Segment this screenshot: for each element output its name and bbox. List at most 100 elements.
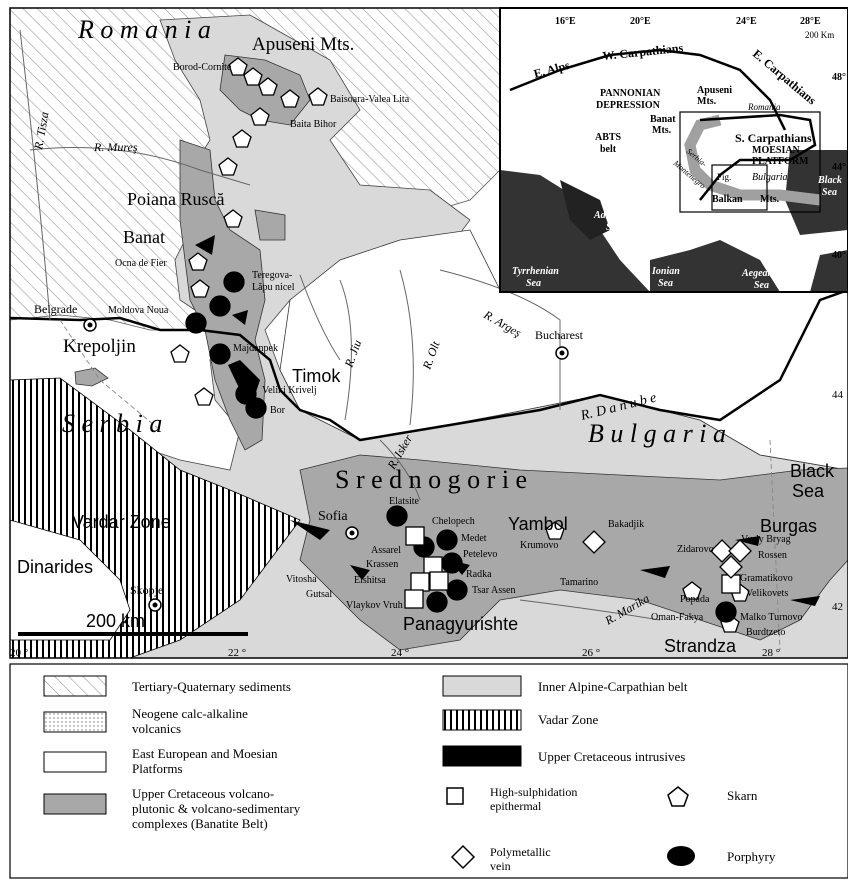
- deposit-vlaykov: Vlaykov Vruh: [346, 600, 403, 611]
- inset-fig-small-box: [711, 164, 768, 211]
- rivers: [19, 29, 661, 621]
- inset-balkan: Balkan: [712, 194, 743, 205]
- legend-porphyry: Porphyry: [727, 849, 776, 864]
- label-dinarides: Dinarides: [17, 557, 93, 577]
- legend-neogene-2: volcanics: [132, 721, 181, 736]
- deposit-majdanpek: Majdanpek: [233, 343, 278, 354]
- inset-lat-44: 44°: [832, 162, 846, 173]
- deposit-vurly: Vurly Bryag: [741, 534, 791, 545]
- inset-tyrrhenian: Tyrrhenian: [512, 266, 559, 277]
- inset-abts: ABTS: [595, 132, 622, 143]
- label-serbia: S e r b i a: [62, 409, 162, 438]
- inset-ionian: Ionian: [651, 266, 680, 277]
- deposit-gramatikovo: Gramatikovo: [740, 573, 793, 584]
- inset-romania: Romania: [747, 102, 781, 112]
- deposit-radka: Radka: [466, 569, 492, 580]
- label-bulgaria: B u l g a r i a: [588, 419, 726, 448]
- inset-fig-box: [679, 111, 821, 213]
- lon-24: 24 °: [391, 647, 409, 659]
- inset-adriatic-sea: Sea: [606, 222, 621, 233]
- inset-aegean: Aegean: [741, 268, 774, 279]
- lon-22: 22 °: [228, 647, 246, 659]
- graticule-labels: 20 ° 22 ° 24 ° 26 ° 28 ° 44 42: [10, 389, 844, 659]
- deposit-teregova: Teregova-: [252, 270, 292, 281]
- deposit-rossen: Rossen: [758, 550, 787, 561]
- deposit-borod: Borod-Cornite: [173, 62, 232, 73]
- dinarides: [10, 519, 131, 641]
- skarn-symbols: [170, 57, 750, 633]
- inset-lat-40: 40°: [832, 250, 846, 261]
- label-yambol: Yambol: [508, 514, 568, 534]
- deposit-burdtzeto: Burdtzeto: [746, 627, 785, 638]
- label-banat: Banat: [123, 227, 165, 247]
- deposit-tsar-assen: Tsar Assen: [472, 585, 515, 596]
- deposit-ocna: Ocna de Fier: [115, 258, 167, 269]
- inset-apuseni-mts: Mts.: [697, 96, 717, 107]
- deposit-veliki: Veliki Krivelj: [262, 385, 317, 396]
- legend-poly-1: Polymetallic: [490, 845, 551, 859]
- symbol-polymetallic: [450, 844, 476, 870]
- inset-tyrrhenian-sea: Sea: [526, 278, 541, 289]
- inset-aegean-sea: Sea: [754, 280, 769, 291]
- label-srednogorie: S r e d n o g o r i e: [335, 465, 527, 494]
- deposit-elatsite: Elatsite: [389, 496, 420, 507]
- inset-carpathian-arc: [509, 48, 787, 131]
- inset-lon-28: 28°E: [800, 16, 821, 27]
- deposit-krumovo: Krumovo: [520, 540, 558, 551]
- legend-upper-2: plutonic & volcano-sedimentary: [132, 801, 301, 816]
- deposit-popada: Popada: [680, 594, 710, 605]
- inset-balkan-mts: Mts.: [760, 194, 780, 205]
- banatite-belt-poiana: [254, 209, 286, 241]
- inset-map: 16°E 20°E 24°E 28°E 200 Km 48° 44° 40° E…: [499, 7, 848, 293]
- inset-abts-belt: [684, 114, 821, 206]
- label-timok: Timok: [292, 366, 341, 386]
- deposit-bor: Bor: [270, 405, 286, 416]
- inset-black: Black: [817, 175, 842, 186]
- label-krepoljin: Krepoljin: [63, 336, 136, 357]
- deposit-tamarino: Tamarino: [560, 577, 598, 588]
- label-burgas: Burgas: [760, 516, 817, 536]
- swatch-tertiary: [43, 675, 107, 697]
- legend-skarn: Skarn: [727, 788, 758, 803]
- legend-hs-1: High-sulphidation: [490, 785, 577, 799]
- deposit-chelopech: Chelopech: [432, 516, 475, 527]
- deposit-petelevo: Petelevo: [463, 549, 497, 560]
- symbol-porphyry: [667, 846, 695, 866]
- inset-apuseni: Apuseni: [697, 85, 732, 96]
- inset-lon-16: 16°E: [555, 16, 576, 27]
- city-belgrade: Belgrade: [34, 302, 77, 316]
- deposit-elshitsa: Elshitsa: [354, 575, 386, 586]
- lon-20: 20 °: [10, 647, 28, 659]
- lat-42: 42: [832, 601, 843, 613]
- swatch-intrusives: [442, 745, 522, 767]
- inset-lat-48: 48°: [832, 72, 846, 83]
- river-mures: R. Mureş: [93, 140, 138, 154]
- inset-moesian: MOESIAN: [752, 145, 801, 156]
- deposit-labels: Borod-Cornite Baisoara-Valea Lita Baita …: [108, 62, 803, 638]
- deposit-bakadjik: Bakadjik: [608, 519, 644, 530]
- swatch-vadar: [442, 709, 522, 731]
- deposit-assarel: Assarel: [371, 545, 401, 556]
- deposit-moldova: Moldova Noua: [108, 305, 169, 316]
- inset-seas: [500, 150, 848, 292]
- inset-platform: PLATFORM: [752, 156, 809, 167]
- deposit-baita: Baita Bihor: [290, 119, 337, 130]
- symbol-skarn: [667, 786, 689, 807]
- inset-lon-24: 24°E: [736, 16, 757, 27]
- label-vardar: Vardar Zone: [72, 512, 171, 532]
- inset-abts-belt-label: belt: [600, 144, 617, 155]
- legend-tertiary: Tertiary-Quaternary sediments: [132, 679, 291, 694]
- map-frame: [9, 7, 848, 659]
- legend-neogene-1: Neogene calc-alkaline: [132, 706, 248, 721]
- city-sofia: Sofia: [318, 509, 348, 524]
- inset-black-sea: Sea: [822, 187, 837, 198]
- inset-fig: Fig.: [717, 172, 731, 182]
- river-tisza: R. Tisza: [31, 111, 52, 152]
- inset-depression: DEPRESSION: [596, 100, 661, 111]
- symbol-hs-epithermal: [446, 787, 464, 805]
- deposit-baisoara: Baisoara-Valea Lita: [330, 94, 410, 105]
- legend-intrusives: Upper Cretaceous intrusives: [538, 749, 685, 764]
- label-poiana: Poiana Ruscă: [127, 189, 224, 209]
- scale-bar: [18, 632, 248, 636]
